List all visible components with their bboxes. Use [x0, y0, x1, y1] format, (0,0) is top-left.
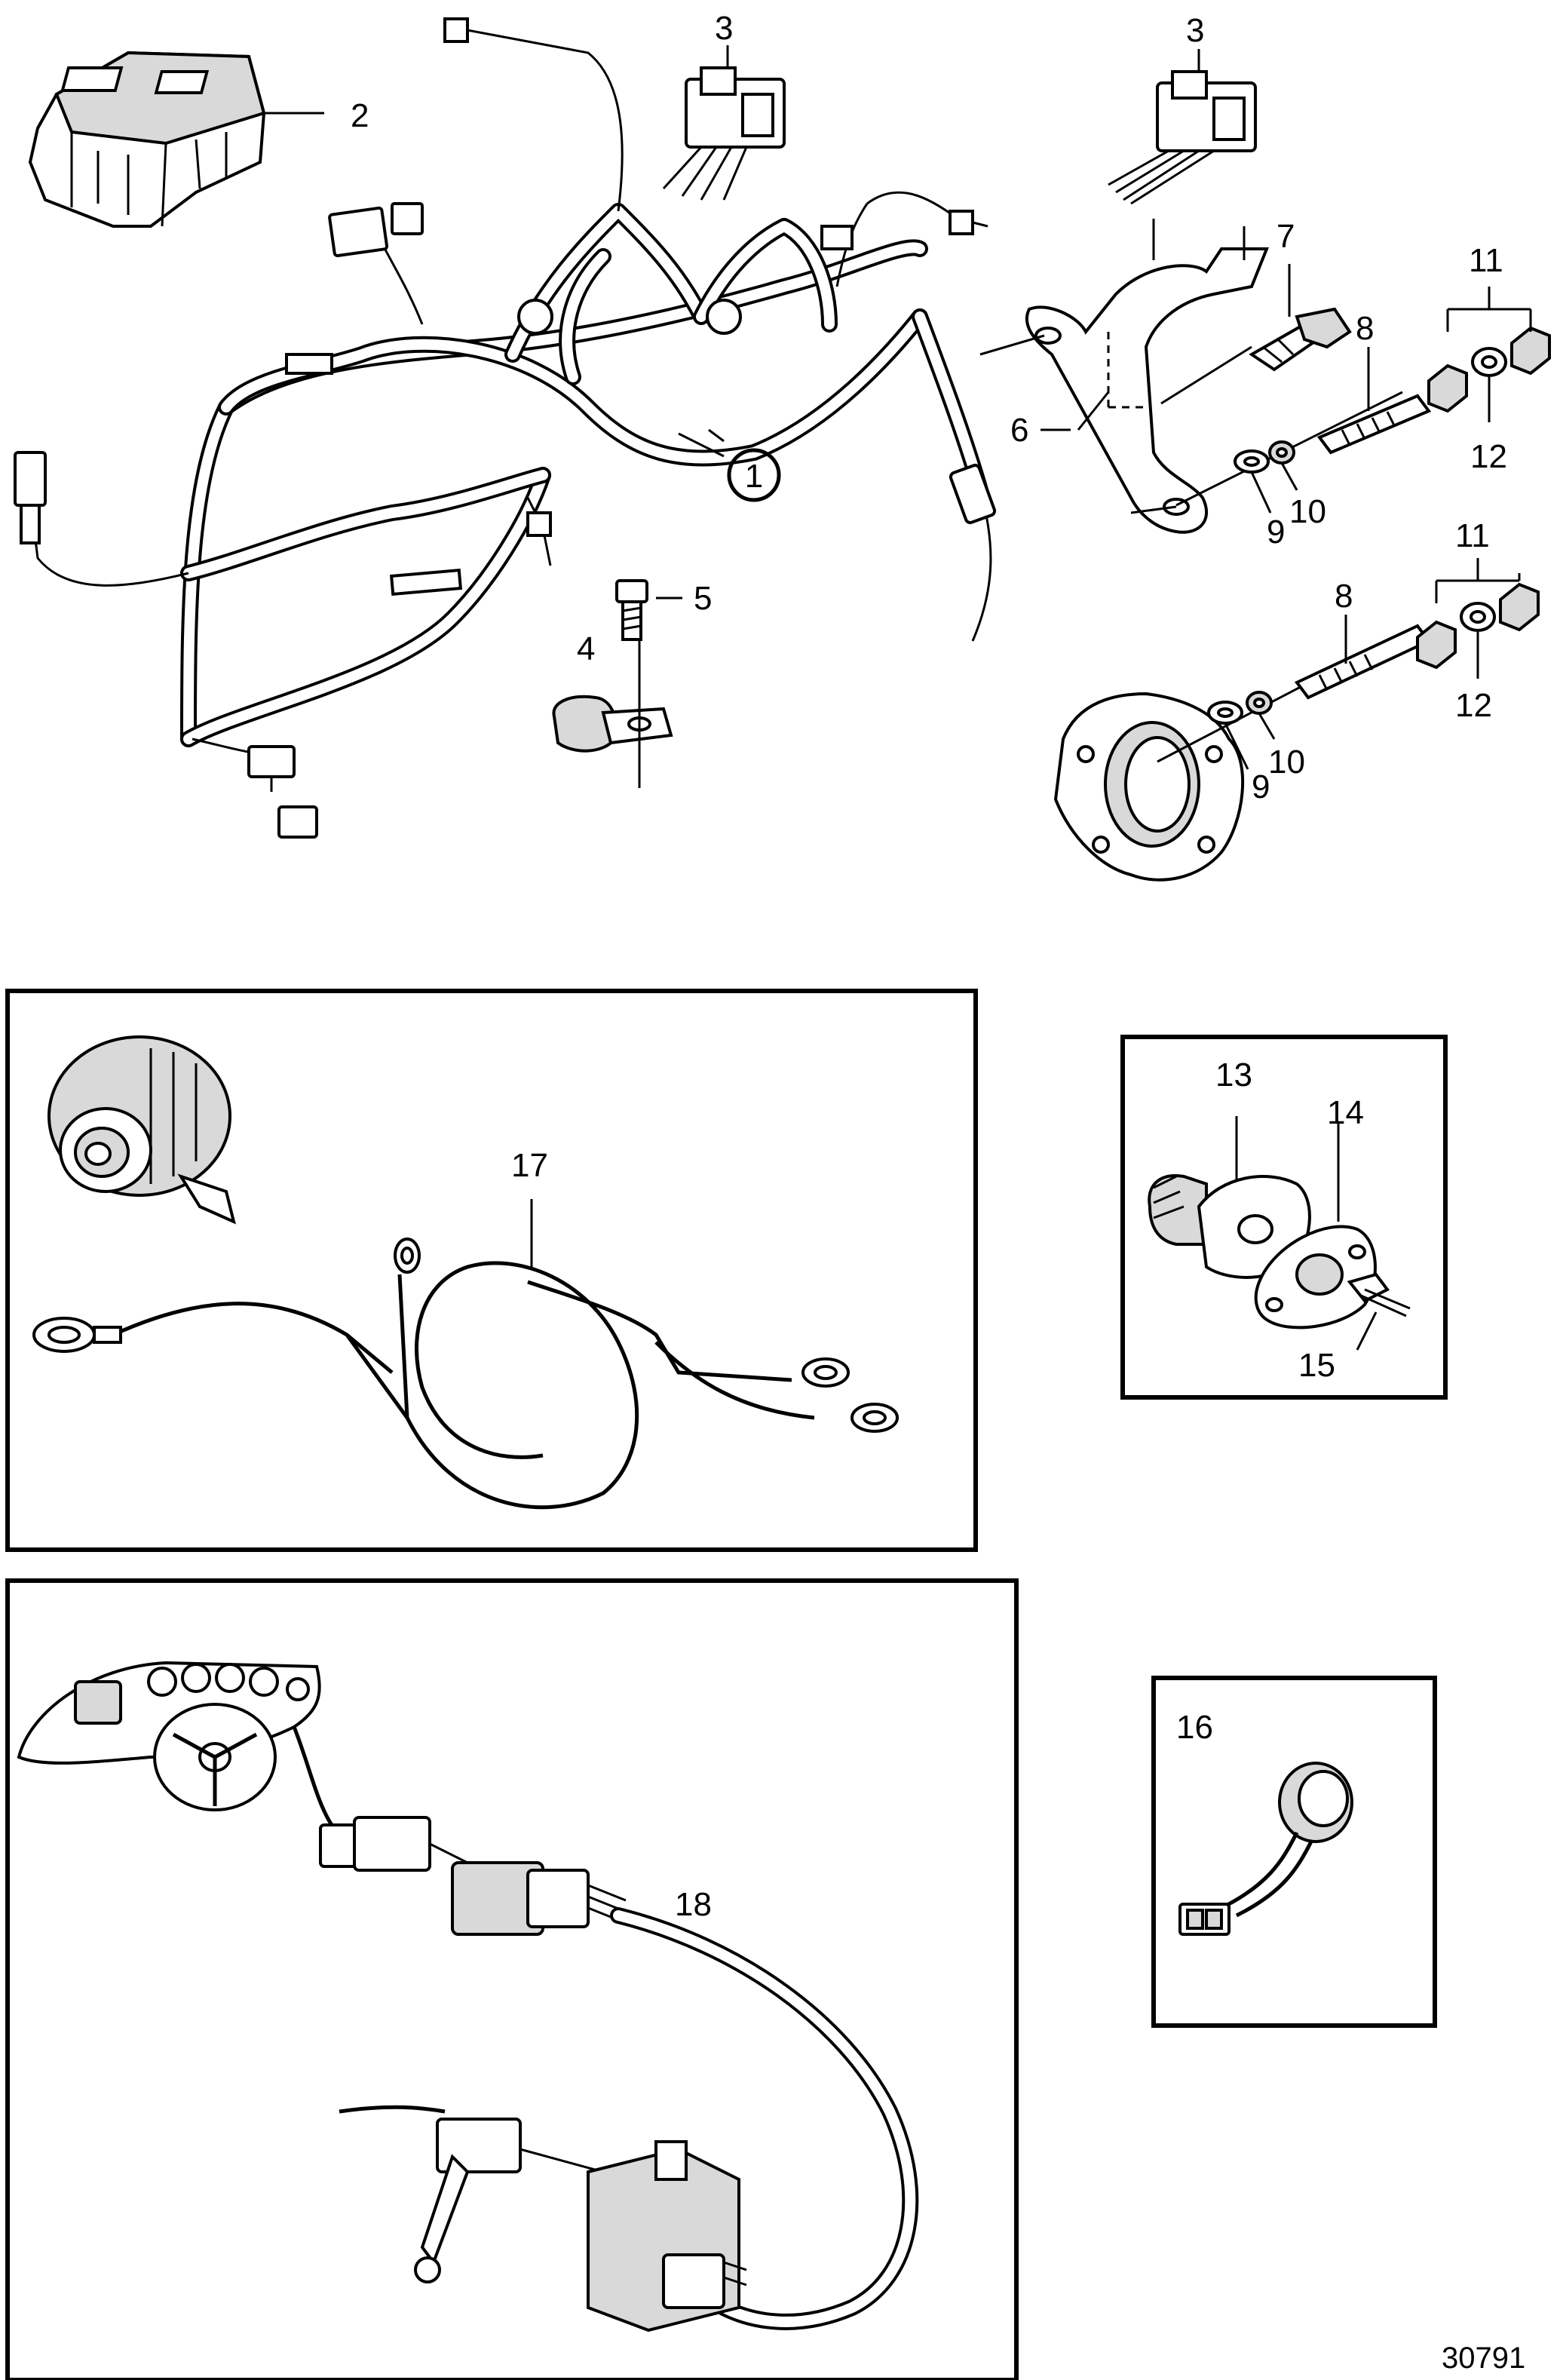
relay-box-part-2 — [28, 51, 324, 228]
nuts-part-11b — [1416, 558, 1540, 670]
callout-part-1: 1 — [727, 448, 781, 502]
instrument-panel — [17, 1661, 334, 1826]
lockwasher-part-10a — [1268, 440, 1295, 465]
washer-part-9b — [1207, 701, 1243, 725]
stud-part-8a — [1175, 391, 1432, 507]
wiring-harness-part-1 — [14, 17, 997, 839]
alternator-cable-part-17 — [32, 1199, 899, 1510]
label-part-6: 6 — [1010, 412, 1028, 449]
bolt-part-15 — [1347, 1272, 1411, 1351]
bolt-part-5 — [615, 579, 648, 641]
instrument-harness-part-18 — [610, 1907, 919, 2330]
label-part-13: 13 — [1215, 1057, 1252, 1093]
sensor-part-16 — [1178, 1762, 1353, 1936]
label-part-18: 18 — [675, 1886, 712, 1923]
label-part-12b: 12 — [1455, 687, 1492, 724]
label-part-7: 7 — [1277, 218, 1295, 255]
bracket-part-6 — [979, 219, 1269, 534]
connector-part-3b — [1108, 49, 1257, 205]
label-part-14: 14 — [1327, 1094, 1364, 1131]
frame-part-18 — [5, 1578, 1019, 2380]
washer-part-12a — [1471, 347, 1507, 422]
frame-parts-13-15 — [1120, 1035, 1448, 1400]
connector-pair-lower — [339, 2105, 747, 2332]
connector-part-3a — [662, 45, 786, 201]
frame-part-17 — [5, 989, 978, 1552]
label-part-5: 5 — [694, 580, 712, 617]
label-part-3a: 3 — [715, 10, 733, 47]
label-part-1: 1 — [745, 458, 763, 495]
alternator — [48, 1035, 236, 1225]
label-part-9b: 9 — [1252, 768, 1270, 805]
label-part-17: 17 — [511, 1147, 548, 1184]
label-part-16: 16 — [1176, 1709, 1213, 1746]
leader-part-6b — [1077, 391, 1110, 431]
label-part-3b: 3 — [1186, 12, 1204, 49]
figure-reference-number: 30791 — [1442, 2342, 1525, 2375]
stud-part-8b — [1294, 624, 1432, 700]
connector-pair-upper — [319, 1816, 627, 1936]
gasket-part-14 — [1254, 1124, 1377, 1330]
label-part-10a: 10 — [1289, 493, 1326, 530]
frame-part-16 — [1151, 1676, 1437, 2028]
label-part-9a: 9 — [1267, 514, 1285, 551]
clamp-part-4 — [552, 633, 673, 788]
label-part-15: 15 — [1298, 1347, 1335, 1384]
label-part-8b: 8 — [1335, 578, 1353, 615]
label-part-4: 4 — [577, 630, 595, 667]
label-part-11b: 11 — [1455, 517, 1490, 554]
washer-part-9a — [1234, 449, 1270, 474]
labels: 2 3 3 4 5 6 7 8 8 9 9 10 10 11 11 12 12 … — [351, 10, 1525, 2375]
nuts-part-11a — [1427, 287, 1551, 413]
label-part-8a: 8 — [1356, 310, 1374, 347]
label-part-11a: 11 — [1469, 242, 1503, 279]
washer-part-12b — [1460, 602, 1496, 679]
label-part-10b: 10 — [1268, 744, 1305, 781]
label-part-2: 2 — [351, 97, 369, 134]
bolt-part-7 — [1160, 307, 1352, 405]
leader-lines — [264, 112, 1370, 770]
lockwasher-part-10b — [1246, 691, 1273, 715]
label-part-12a: 12 — [1470, 438, 1507, 475]
